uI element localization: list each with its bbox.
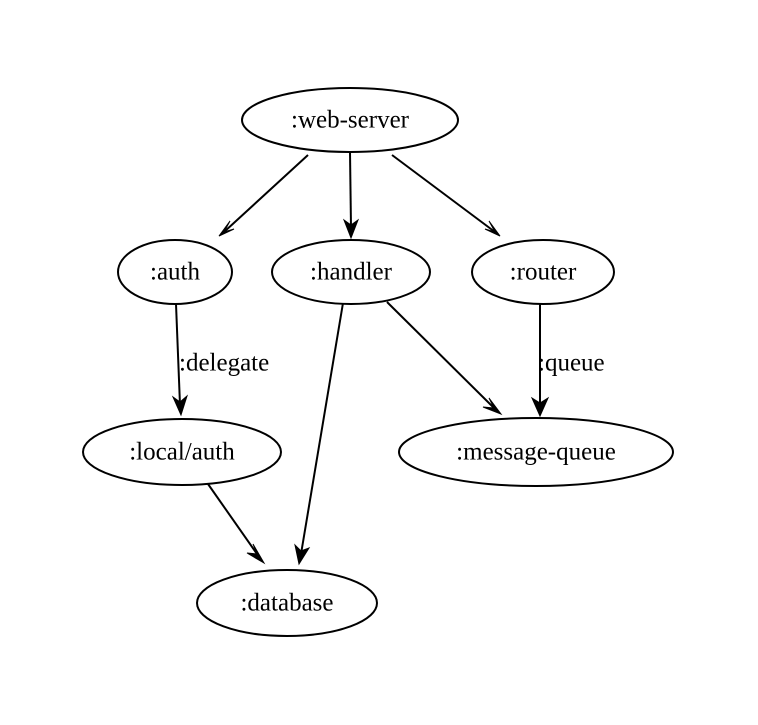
node-shape <box>196 569 378 637</box>
node-auth[interactable]: :auth <box>117 239 233 305</box>
node-label: :database <box>240 590 333 617</box>
edge-line <box>223 154 309 233</box>
node-shape <box>241 87 459 153</box>
edge-router-message-queue[interactable]: :queue <box>530 304 605 418</box>
arrowhead-icon <box>342 218 360 240</box>
edge-label-delegate: :delegate <box>179 350 269 377</box>
node-message-queue[interactable]: :message-queue <box>398 417 674 487</box>
node-handler[interactable]: :handler <box>271 239 431 305</box>
arrowhead-icon <box>530 396 550 418</box>
node-label: :router <box>510 259 577 286</box>
node-label: :auth <box>150 259 200 286</box>
node-shape <box>271 239 431 305</box>
edge-line <box>349 151 352 229</box>
node-local-auth[interactable]: :local/auth <box>82 418 282 486</box>
edges-layer: :delegate :queue <box>171 151 605 566</box>
arrowhead-icon <box>294 543 311 566</box>
node-shape <box>82 418 282 486</box>
node-shape <box>398 417 674 487</box>
edge-line <box>300 302 344 555</box>
node-web-server[interactable]: :web-server <box>241 87 459 153</box>
edge-handler-database[interactable] <box>294 302 344 566</box>
node-router[interactable]: :router <box>471 239 615 305</box>
node-label: :handler <box>310 259 393 286</box>
arrowhead-icon <box>246 543 266 565</box>
edge-web-server-router[interactable] <box>391 154 501 237</box>
node-label: :message-queue <box>456 439 616 466</box>
arrowhead-icon <box>482 397 503 416</box>
arrowhead-icon <box>218 220 235 237</box>
edge-line <box>386 301 495 409</box>
node-label: :web-server <box>291 107 410 134</box>
edge-handler-message-queue[interactable] <box>386 301 503 416</box>
edge-local-auth-database[interactable] <box>207 483 266 565</box>
edge-label-queue: :queue <box>538 350 605 377</box>
node-shape <box>471 239 615 305</box>
nodes-layer: :web-server :auth :handler :router :loca… <box>82 87 674 637</box>
edge-line <box>391 154 496 233</box>
node-label: :local/auth <box>129 439 235 466</box>
edge-line <box>207 483 258 555</box>
node-database[interactable]: :database <box>196 569 378 637</box>
edge-web-server-handler[interactable] <box>342 151 360 240</box>
edge-line <box>175 303 181 406</box>
arrowhead-icon <box>171 394 189 417</box>
edge-auth-local-auth[interactable]: :delegate <box>171 303 269 417</box>
edge-web-server-auth[interactable] <box>218 154 309 237</box>
node-shape <box>117 239 233 305</box>
arrowhead-icon <box>484 220 501 237</box>
